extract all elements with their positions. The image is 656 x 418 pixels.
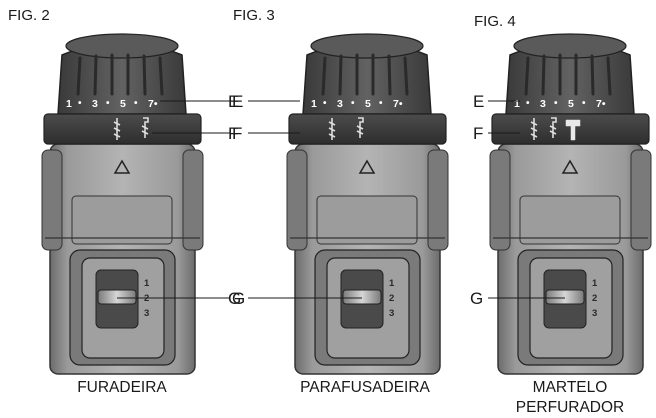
- mode-indicator-arrow-icon: [358, 159, 376, 174]
- gear-position-3: 3: [592, 308, 597, 319]
- svg-text:•: •: [379, 98, 383, 109]
- body-side-rail-left: [286, 149, 308, 251]
- svg-text:3: 3: [337, 98, 343, 110]
- torque-markings: 1 • 3 • 5 • 7•: [66, 98, 158, 110]
- caption-line-1: MARTELO: [533, 379, 608, 396]
- body-side-rail-right: [427, 149, 449, 251]
- body-side-rail-right: [630, 149, 652, 251]
- callout-e: E: [228, 92, 239, 111]
- svg-text:7•: 7•: [393, 98, 403, 110]
- dial-grip-ridges: [524, 53, 612, 96]
- drill-bit-icon: [328, 118, 336, 140]
- svg-text:•: •: [134, 98, 138, 109]
- dial-top: [513, 33, 627, 59]
- caption-line-2: PERFURADOR: [516, 399, 625, 416]
- figure-label: FIG. 4: [474, 13, 516, 30]
- figure-label: FIG. 2: [8, 7, 50, 24]
- svg-text:1: 1: [514, 98, 520, 110]
- screw-icon: [356, 117, 364, 138]
- svg-text:7•: 7•: [148, 98, 158, 110]
- callout-g: G: [228, 289, 241, 308]
- gear-switch-knob[interactable]: [97, 289, 137, 305]
- svg-text:3: 3: [540, 98, 546, 110]
- svg-text:•: •: [323, 98, 327, 109]
- callout-f: F: [228, 124, 238, 143]
- gear-position-2: 2: [592, 293, 597, 304]
- torque-markings: 1 • 3 • 5 • 7•: [311, 98, 403, 110]
- svg-text:5: 5: [365, 98, 371, 110]
- dial-top: [310, 33, 424, 59]
- mode-indicator-arrow-icon: [113, 159, 131, 174]
- svg-text:3: 3: [92, 98, 98, 110]
- torque-markings: 1 • 3 • 5 • 7•: [514, 98, 606, 110]
- gear-switch-knob[interactable]: [545, 289, 585, 305]
- mode-selector-ring: [288, 113, 447, 145]
- dial-grip-ridges: [76, 53, 164, 96]
- mode-selector-ring: [491, 113, 650, 145]
- svg-text:1: 1: [311, 98, 317, 110]
- callout-e: E: [473, 92, 484, 111]
- hammer-icon: [565, 119, 581, 141]
- dial-top: [65, 33, 179, 59]
- svg-text:7•: 7•: [596, 98, 606, 110]
- mode-selector-ring: [43, 113, 202, 145]
- drill-bit-icon: [113, 118, 121, 140]
- figure-label: FIG. 3: [233, 7, 275, 24]
- switch-housing: [519, 195, 621, 245]
- svg-text:•: •: [582, 98, 586, 109]
- svg-text:•: •: [106, 98, 110, 109]
- mode-indicator-arrow-icon: [561, 159, 579, 174]
- figure-3: FIG. 3 1 • 3 • 5 • 7•: [228, 7, 449, 396]
- caption-line-1: FURADEIRA: [77, 379, 167, 396]
- gear-position-3: 3: [389, 308, 394, 319]
- body-side-rail-left: [41, 149, 63, 251]
- callout-f: F: [473, 124, 483, 143]
- switch-housing: [316, 195, 418, 245]
- callout-g: G: [470, 289, 483, 308]
- gear-position-1: 1: [144, 278, 150, 289]
- figure-2: FIG. 2 1 • 3 • 5 • 7: [8, 7, 245, 396]
- switch-housing: [71, 195, 173, 245]
- callout-g: G: [232, 289, 245, 308]
- gear-position-1: 1: [389, 278, 395, 289]
- drill-illustration: 1 • 3 • 5 • 7• 1 2: [41, 33, 204, 375]
- screw-icon: [141, 117, 149, 138]
- body-side-rail-left: [489, 149, 511, 251]
- svg-text:•: •: [526, 98, 530, 109]
- gear-switch-knob[interactable]: [342, 289, 382, 305]
- caption-line-1: PARAFUSADEIRA: [300, 379, 430, 396]
- drill-illustration: 1 • 3 • 5 • 7• 1 2: [489, 33, 652, 375]
- figure-4: FIG. 4 1 • 3 • 5 • 7•: [470, 13, 652, 416]
- body-side-rail-right: [182, 149, 204, 251]
- gear-position-3: 3: [144, 308, 149, 319]
- callout-e: E: [232, 92, 243, 111]
- screw-icon: [549, 117, 557, 138]
- drill-bit-icon: [530, 118, 538, 140]
- svg-text:1: 1: [66, 98, 72, 110]
- drill-illustration: 1 • 3 • 5 • 7• 1 2 3: [286, 33, 449, 375]
- svg-text:•: •: [554, 98, 558, 109]
- svg-text:•: •: [351, 98, 355, 109]
- svg-text:5: 5: [120, 98, 126, 110]
- svg-text:•: •: [78, 98, 82, 109]
- gear-position-2: 2: [389, 293, 394, 304]
- gear-position-1: 1: [592, 278, 598, 289]
- svg-text:5: 5: [568, 98, 574, 110]
- callout-f: F: [232, 124, 242, 143]
- dial-grip-ridges: [321, 53, 409, 96]
